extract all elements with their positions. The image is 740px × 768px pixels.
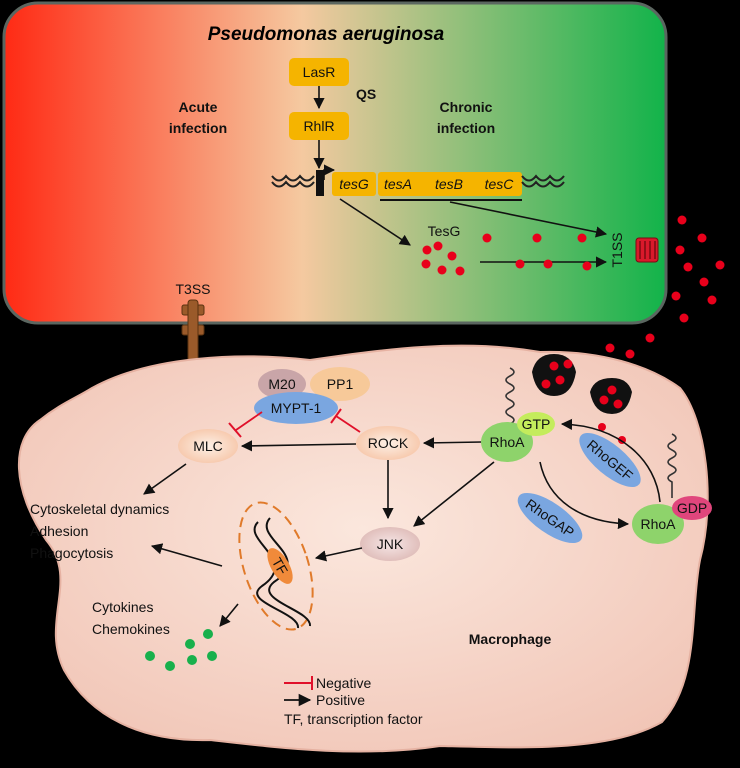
legend: Negative Positive TF, transcription fact…: [284, 675, 423, 727]
tesg-dots: [421, 215, 725, 359]
rhoa-gdp-node: RhoA: [632, 504, 684, 544]
rhoa-gtp-label: RhoA: [489, 434, 525, 450]
gtp-badge: GTP: [517, 412, 555, 436]
endocytosis-pocket-1: [532, 354, 576, 396]
bacterium-cell: [2, 1, 668, 325]
jnk-label: JNK: [377, 536, 404, 552]
gene-tesb: tesB: [435, 176, 463, 192]
gene-box-tesabc: [378, 172, 522, 196]
rock-to-mlc-arrow: [240, 440, 357, 452]
legend-negative-label: Negative: [316, 675, 371, 691]
tesg-translation-arrow: [339, 198, 411, 246]
tf-to-cytokines-arrow: [219, 603, 239, 627]
chronic-label-2: infection: [437, 120, 495, 136]
operon-genes: tesG tesA tesB tesC: [332, 172, 522, 196]
dna-left-end: [271, 174, 315, 182]
mlc-to-outcomes-arrow: [143, 463, 187, 495]
bacterium-title: Pseudomonas aeruginosa: [208, 24, 445, 45]
legend-positive-label: Positive: [316, 692, 365, 708]
rhoa-gdp-receptor-icon: [667, 433, 677, 498]
gene-tesa: tesA: [384, 176, 412, 192]
gap-cycle-arrow: [539, 461, 630, 530]
t3ss-label: T3SS: [175, 281, 210, 297]
rock-inhibits-mypt1: [335, 415, 361, 433]
m20-node: M20: [258, 369, 306, 399]
t1ss-channel-icon: [635, 237, 659, 263]
promoter-block: [316, 170, 324, 196]
outcome-adhesion: Adhesion: [30, 523, 88, 539]
rhlr-box: RhlR: [289, 112, 349, 140]
endocytosis-pocket-2: [590, 378, 632, 414]
lasr-box: LasR: [289, 58, 349, 86]
mypt1-label: MYPT-1: [271, 400, 322, 416]
gene-tesg: tesG: [339, 176, 369, 192]
gdp-badge: GDP: [672, 496, 712, 520]
chronic-label-1: Chronic: [440, 99, 493, 115]
t1ss-label: T1SS: [609, 232, 625, 267]
tesabc-to-t1ss-arrow: [449, 201, 608, 238]
rock-node: ROCK: [356, 426, 420, 460]
jnk-node: JNK: [360, 527, 420, 561]
cytokines-label: Cytokines: [92, 599, 153, 615]
tesg-dot-gef-1: [598, 423, 606, 431]
acute-label-2: infection: [169, 120, 227, 136]
mypt1-node: MYPT-1: [254, 392, 338, 424]
qs-label: QS: [356, 86, 376, 102]
rhoa-to-rock-arrow: [422, 437, 483, 449]
dna-strand-2: [265, 517, 311, 627]
pp1-node: PP1: [310, 367, 370, 401]
pp1-label: PP1: [327, 376, 354, 392]
m20-label: M20: [268, 376, 295, 392]
rock-label: ROCK: [368, 435, 409, 451]
outcome-cytoskeletal: Cytoskeletal dynamics: [30, 501, 169, 517]
cytokine-dots: [145, 629, 217, 671]
tf-node: TF: [267, 548, 293, 584]
acute-label-1: Acute: [179, 99, 218, 115]
rhoa-gtp-receptor-icon: [505, 367, 515, 434]
jnk-to-tf-arrow: [314, 547, 363, 562]
rhoa-gdp-label: RhoA: [640, 516, 676, 532]
gdp-label: GDP: [677, 500, 707, 516]
mypt1-inhibits-mlc: [235, 411, 263, 431]
legend-tf-note: TF, transcription factor: [284, 711, 423, 727]
lasr-label: LasR: [303, 64, 336, 80]
nucleus-dashed-outline: [238, 501, 314, 631]
tf-to-outcomes-arrow: [150, 543, 223, 567]
gef-cycle-arrow: [560, 418, 661, 503]
gtp-label: GTP: [522, 416, 551, 432]
dna-strand-1: [253, 521, 299, 629]
rhlr-label: RhlR: [303, 118, 334, 134]
dna-right-end: [521, 174, 565, 182]
mlc-label: MLC: [193, 438, 223, 454]
transcription-start-icon: [323, 164, 336, 180]
gene-box-tesg: [332, 172, 376, 196]
rhoa-gtp-node: RhoA: [481, 422, 533, 462]
mlc-node: MLC: [178, 429, 238, 463]
tesg-protein-label: TesG: [428, 223, 461, 239]
gene-tesc: tesC: [485, 176, 515, 192]
rhoa-to-jnk-arrow: [413, 461, 495, 527]
tf-label: TF: [269, 555, 291, 578]
outcome-phagocytosis: Phagocytosis: [30, 545, 113, 561]
macrophage-label: Macrophage: [469, 631, 552, 647]
chemokines-label: Chemokines: [92, 621, 170, 637]
